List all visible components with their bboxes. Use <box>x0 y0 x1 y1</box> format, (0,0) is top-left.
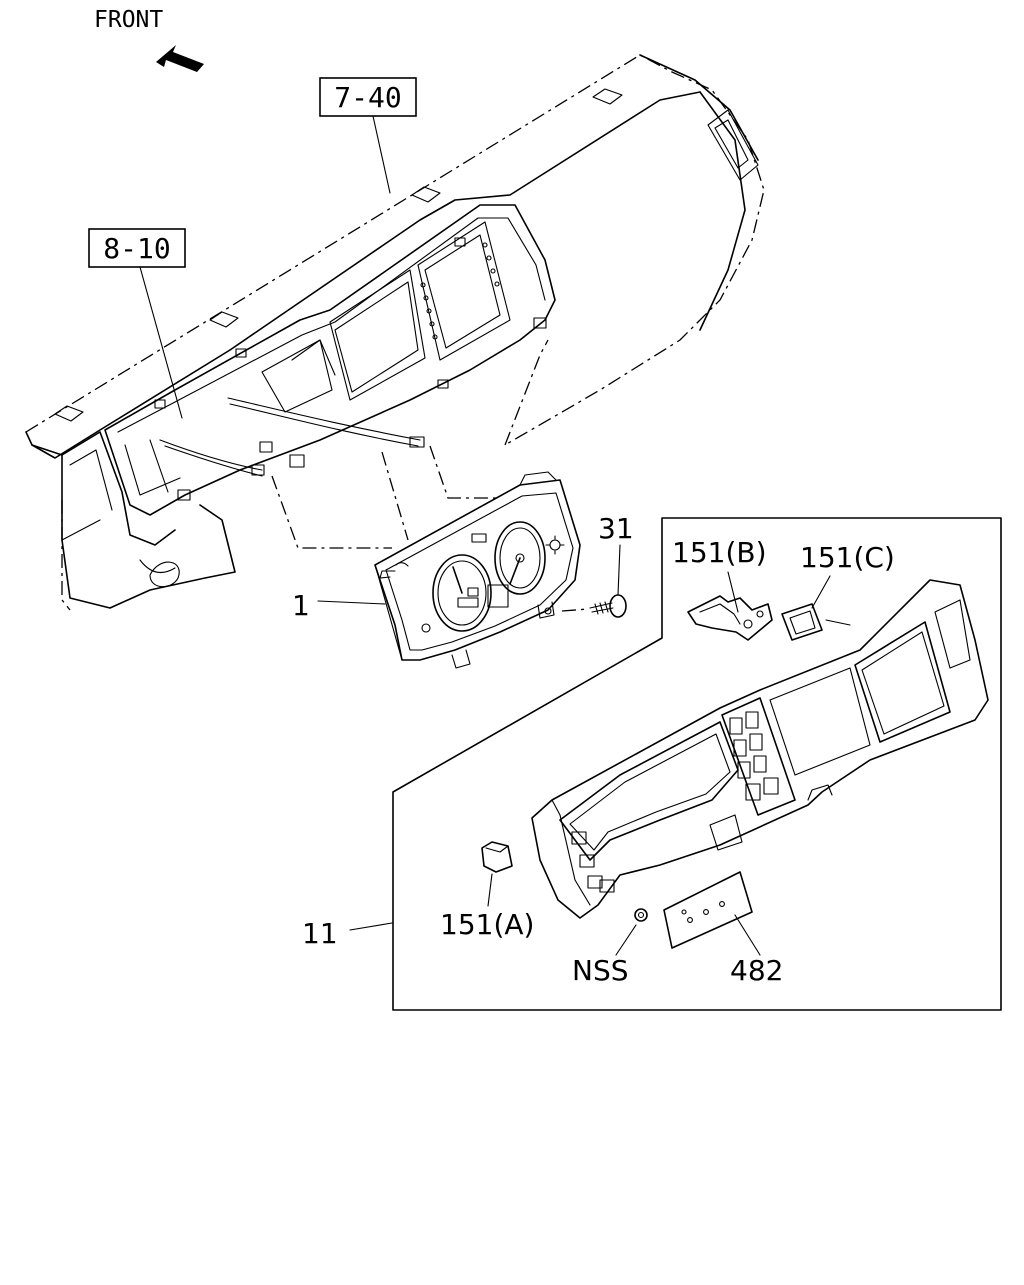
part-151c <box>781 603 823 641</box>
part-151b <box>687 595 773 641</box>
mount-leader-left <box>271 475 392 549</box>
callout-151b: 151(B) <box>672 536 767 569</box>
mount-leader-right <box>429 445 500 499</box>
front-arrow-icon <box>156 45 204 72</box>
leader-31 <box>617 544 621 596</box>
dashboard-assembly <box>25 54 765 611</box>
part-482-plate <box>663 871 753 949</box>
leader-8-10 <box>139 266 183 419</box>
reference-8-10: 8-10 <box>88 228 186 268</box>
leader-151c-panel <box>825 619 851 626</box>
front-label: FRONT <box>94 7 163 33</box>
leader-11 <box>349 922 393 931</box>
mount-leader-mid <box>381 451 409 541</box>
nss-nut-icon <box>634 908 648 922</box>
part-151a <box>481 841 513 873</box>
leader-482 <box>734 914 761 956</box>
leader-7-40 <box>372 115 391 194</box>
inset-box-11 <box>392 517 1002 1011</box>
meter-cluster <box>374 471 581 669</box>
leader-nss <box>615 924 637 956</box>
meter-panel-cover <box>531 579 989 919</box>
svg-text:7-40: 7-40 <box>334 81 401 114</box>
leader-151a <box>487 873 493 907</box>
callout-1: 1 <box>292 589 310 622</box>
leader-1 <box>317 600 386 605</box>
leader-151b <box>727 571 739 613</box>
callout-151a: 151(A) <box>440 908 534 941</box>
leader-151c <box>811 575 831 609</box>
dashboard-holes <box>420 242 500 340</box>
screw-31-icon <box>589 594 627 618</box>
callout-151c: 151(C) <box>800 541 895 574</box>
screw-path <box>561 608 589 612</box>
callout-31: 31 <box>598 512 634 545</box>
callout-nss: NSS <box>572 954 629 987</box>
svg-text:8-10: 8-10 <box>103 232 170 265</box>
reference-7-40: 7-40 <box>319 77 417 117</box>
callout-482: 482 <box>730 954 783 987</box>
callout-11: 11 <box>302 917 338 950</box>
